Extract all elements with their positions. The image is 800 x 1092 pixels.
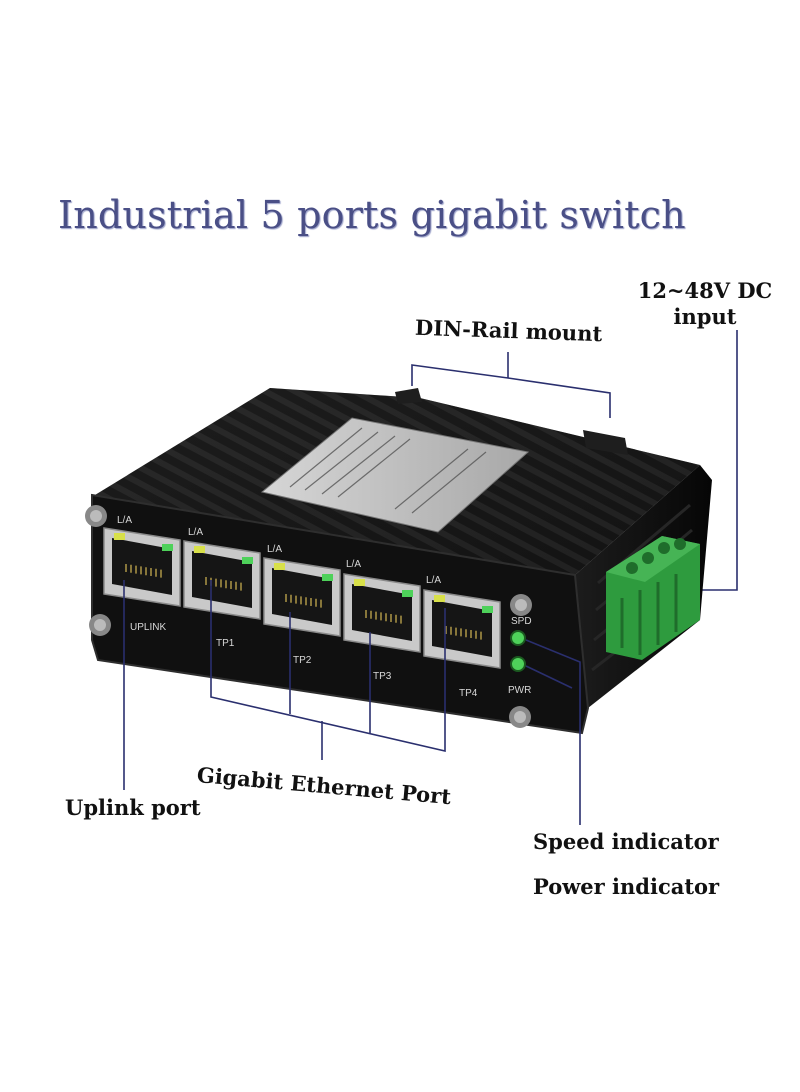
terminal-block (606, 536, 700, 660)
pwr-led (510, 656, 526, 672)
spd-led-label: SPD (511, 616, 532, 627)
port-0-bottom-label: UPLINK (130, 622, 166, 633)
screw-bottom-right (509, 706, 531, 728)
din-clip-left (395, 388, 422, 404)
screw-top-right (510, 594, 532, 616)
port-3-link-led (354, 579, 365, 586)
port-0-activity-led (162, 544, 173, 551)
port-2-activity-led (322, 574, 333, 581)
rj45-port-4 (423, 589, 501, 669)
port-4-bottom-label: TP4 (459, 688, 478, 699)
rj45-port-3 (343, 573, 421, 653)
dc-input-callout-line (700, 330, 738, 591)
screw-bottom-left (89, 614, 111, 636)
dc-input-label-line1: 12~48V DC (637, 278, 773, 303)
port-2-bottom-label: TP2 (293, 655, 312, 666)
port-0-top-label: L/A (117, 515, 132, 526)
rj45-port-2 (263, 557, 341, 637)
spd-led (510, 630, 526, 646)
port-3-activity-led (402, 590, 413, 597)
page-title: Industrial 5 ports gigabit switch (58, 193, 686, 237)
din-clip-right (583, 430, 628, 455)
port-4-link-led (434, 595, 445, 602)
port-1-activity-led (242, 557, 253, 564)
dc-input-label-line2: input (673, 304, 737, 329)
port-1-top-label: L/A (188, 527, 203, 538)
screw-top-left (85, 505, 107, 527)
product-label-sticker (260, 417, 530, 533)
indicator-callout-lines (525, 639, 581, 825)
port-3-top-label: L/A (346, 559, 361, 570)
rj45-ports (103, 527, 501, 669)
port-3-bottom-label: TP3 (373, 671, 392, 682)
dc-input-label: 12~48V DC input (630, 278, 780, 330)
port-2-top-label: L/A (267, 544, 282, 555)
speed-indicator-label: Speed indicator (533, 829, 719, 854)
port-1-bottom-label: TP1 (216, 638, 235, 649)
port-4-activity-led (482, 606, 493, 613)
gigabit-port-callout-lines (210, 580, 446, 760)
port-2-link-led (274, 563, 285, 570)
power-indicator-label: Power indicator (533, 874, 720, 899)
rj45-port-0 (103, 527, 181, 607)
rj45-port-1 (183, 540, 261, 620)
port-0-link-led (114, 533, 125, 540)
pwr-led-label: PWR (508, 685, 531, 696)
uplink-port-label: Uplink port (65, 795, 201, 820)
port-1-link-led (194, 546, 205, 553)
port-4-top-label: L/A (426, 575, 441, 586)
